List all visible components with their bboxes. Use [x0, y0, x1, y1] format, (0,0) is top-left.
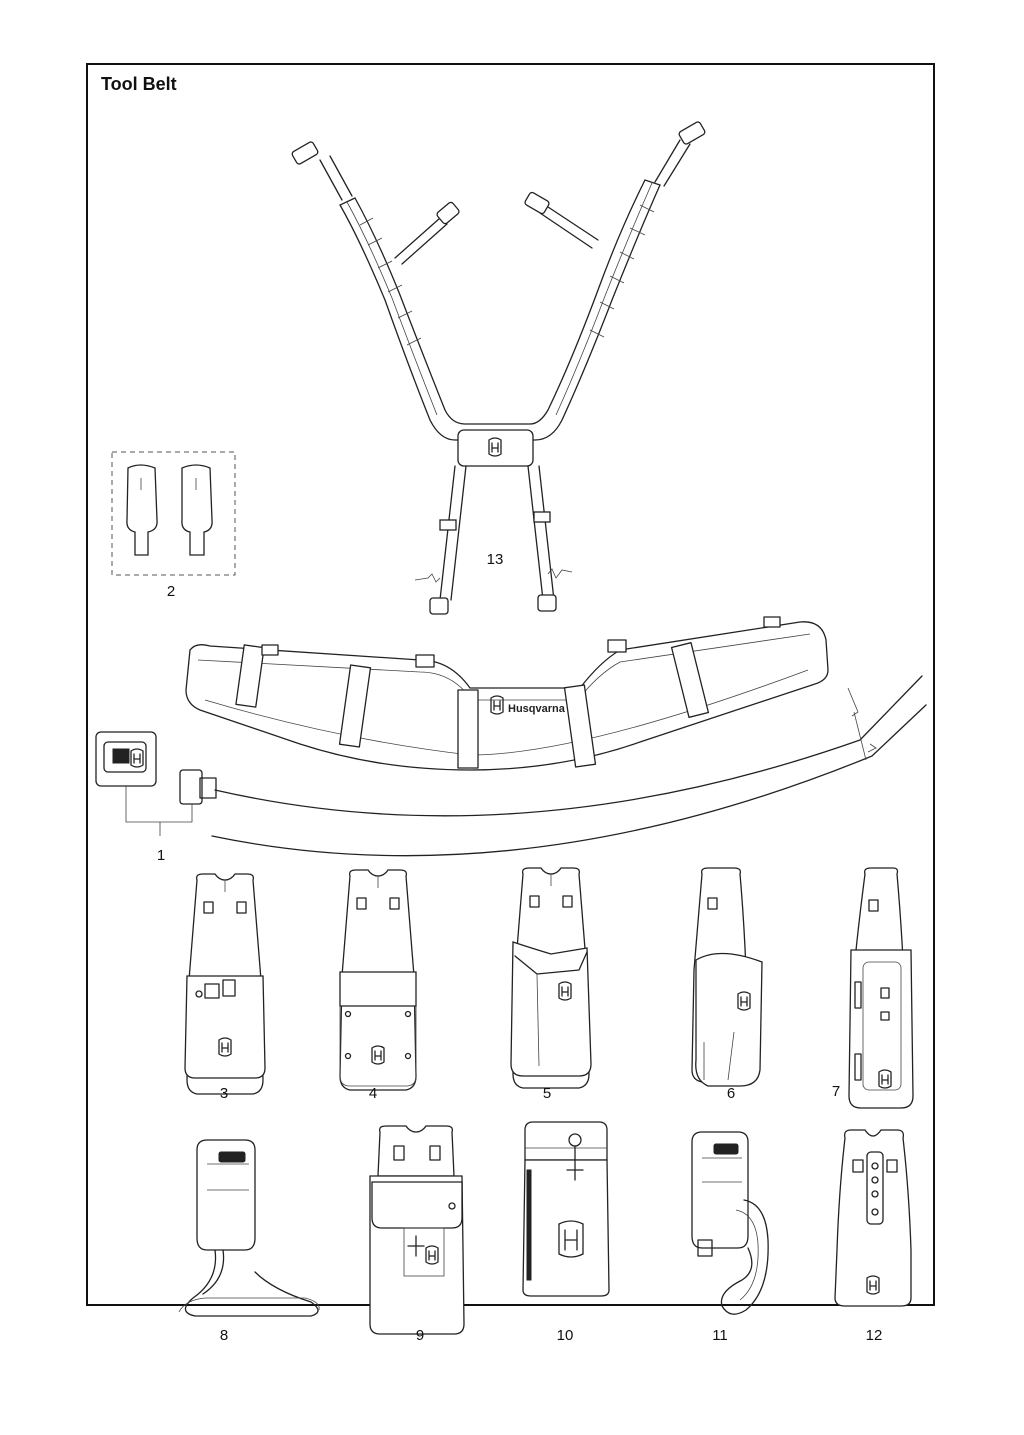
holster-4-drawing: [339, 869, 417, 1091]
part-number-3: 3: [220, 1085, 228, 1102]
holster-7-drawing: [848, 867, 914, 1109]
part-number-8: 8: [220, 1327, 228, 1344]
part-number-10: 10: [557, 1327, 574, 1344]
hook-holder-8-drawing: [178, 1139, 320, 1317]
part-number-11: 11: [712, 1327, 728, 1344]
holster-5-drawing: [510, 867, 592, 1089]
part-number-5: 5: [543, 1085, 551, 1102]
part-number-1: 1: [157, 847, 165, 864]
part-number-12: 12: [866, 1327, 883, 1344]
part-number-7: 7: [832, 1083, 840, 1100]
part-number-2: 2: [167, 583, 175, 600]
harness-drawing: [291, 121, 706, 615]
diagram-frame: [86, 63, 935, 1306]
part-number-6: 6: [727, 1085, 735, 1102]
part-number-9: 9: [416, 1327, 424, 1344]
part-number-4: 4: [369, 1085, 377, 1102]
hook-holder-11-drawing: [691, 1131, 769, 1315]
pouch-9-drawing: [369, 1125, 465, 1335]
part-number-13: 13: [487, 551, 504, 568]
belt-drawing: Husqvarna: [95, 616, 927, 857]
holster-3-drawing: [184, 873, 266, 1095]
container-10-drawing: [522, 1121, 610, 1297]
holster-12-drawing: [834, 1129, 912, 1307]
brand-label: Husqvarna: [508, 703, 566, 715]
belt-clips-drawing: [111, 451, 236, 576]
page-title: Tool Belt: [101, 74, 177, 94]
holster-6-drawing: [691, 867, 763, 1087]
